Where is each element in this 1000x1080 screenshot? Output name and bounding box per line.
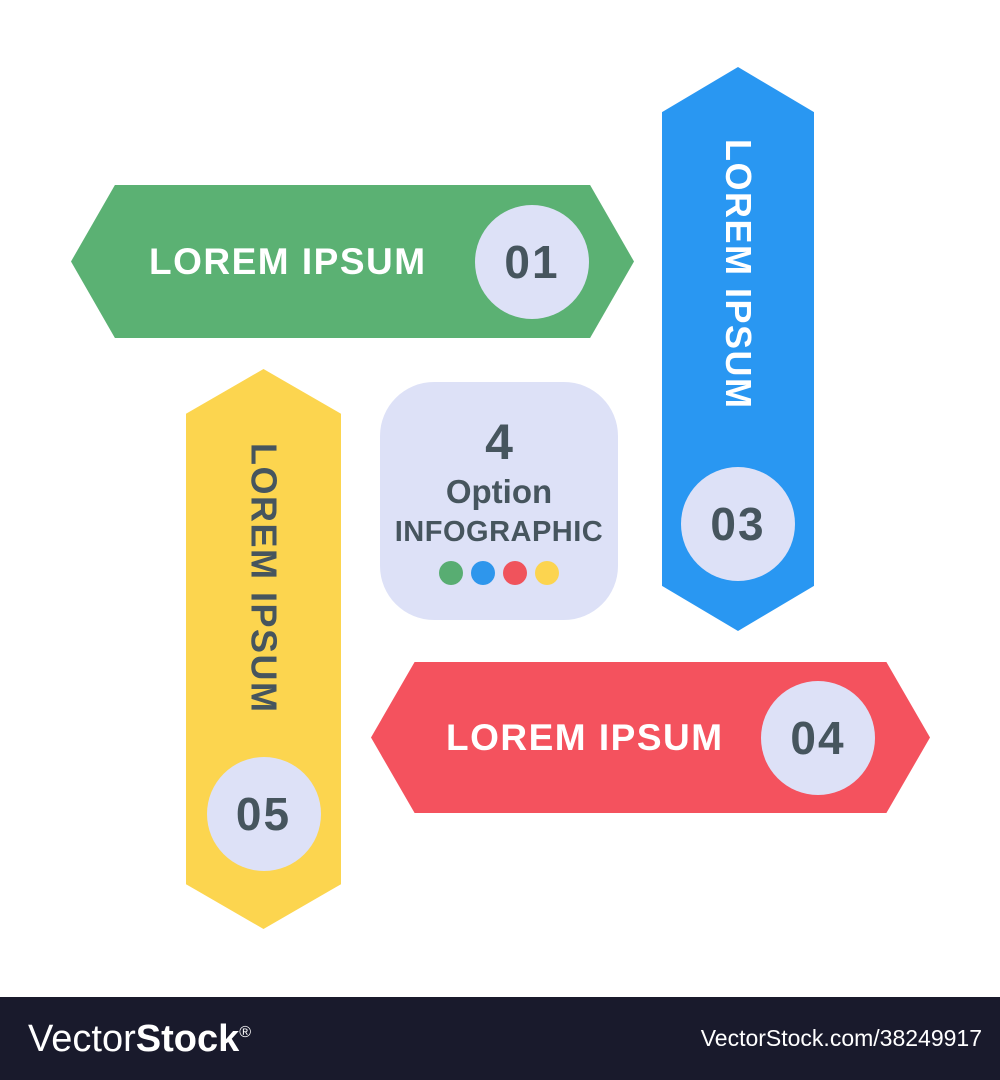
banner-04-label: LOREM IPSUM — [446, 716, 724, 758]
center-panel: 4 Option INFOGRAPHIC — [380, 382, 618, 620]
option-label: Option — [445, 473, 553, 510]
registered-symbol: ® — [239, 1023, 252, 1041]
banner-option-01: LOREM IPSUM 01 — [71, 185, 634, 338]
banner-05-label: LOREM IPSUM — [243, 443, 285, 714]
banner-03-number-badge: 03 — [681, 467, 795, 581]
watermark-url: VectorStock.com/38249917 — [700, 1025, 982, 1051]
watermark-bar: VectorStock® VectorStock.com/38249917 — [0, 997, 1000, 1080]
vectorstock-logo: VectorStock® — [28, 1020, 251, 1058]
banner-option-04: LOREM IPSUM 04 — [371, 662, 930, 813]
yellow-dot-icon — [535, 561, 559, 585]
banner-03-label: LOREM IPSUM — [718, 139, 759, 410]
infographic-title: INFOGRAPHIC — [394, 516, 604, 548]
logo-text-light: Vector — [28, 1017, 136, 1060]
banner-option-05: LOREM IPSUM 05 — [186, 369, 341, 929]
green-dot-icon — [439, 561, 463, 585]
banner-01-label: LOREM IPSUM — [149, 240, 427, 282]
banner-option-03: LOREM IPSUM 03 — [662, 67, 814, 631]
banner-05-number-badge: 05 — [206, 757, 321, 871]
logo-text-bold: Stock — [135, 1017, 240, 1060]
blue-dot-icon — [471, 561, 495, 585]
banner-01-number-badge: 01 — [475, 204, 589, 319]
red-dot-icon — [503, 561, 527, 585]
legend-dots — [439, 561, 559, 585]
option-count: 4 — [485, 414, 513, 470]
banner-04-number-badge: 04 — [761, 680, 875, 795]
